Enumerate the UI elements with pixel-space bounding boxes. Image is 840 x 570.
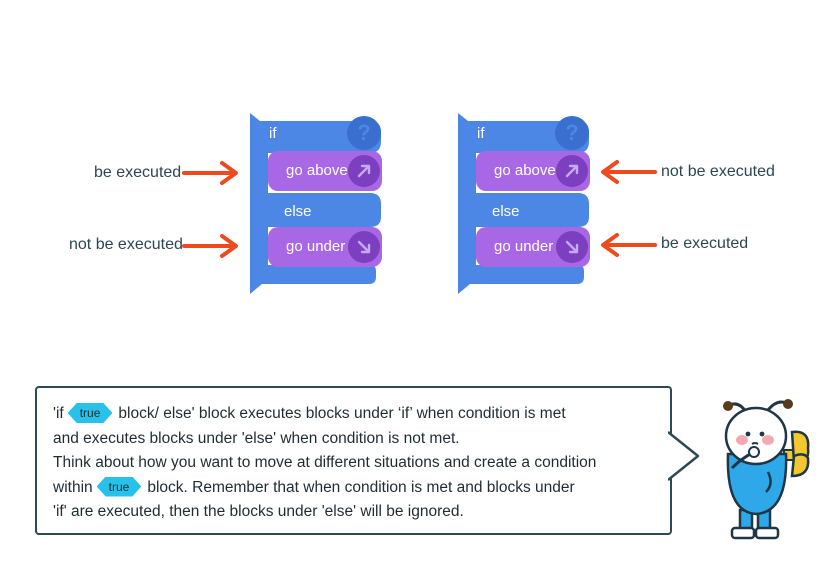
hint-line-2: and executes blocks under 'else' when co… — [53, 429, 460, 447]
go-under-label: go under — [494, 238, 554, 255]
if-label: if — [477, 125, 485, 142]
go-under-block[interactable]: go under — [476, 227, 590, 267]
hint-line-1a: 'if — [53, 405, 64, 422]
arrow-up-right-icon — [348, 155, 380, 187]
else-label: else — [284, 203, 312, 220]
arrow-down-right-icon — [556, 231, 588, 263]
label-not-be-executed-right: not be executed — [661, 163, 775, 180]
if-label: if — [269, 125, 277, 142]
go-above-block[interactable]: go above — [268, 151, 382, 191]
hint-text: 'if true block/ else' block executes block… — [53, 402, 663, 525]
arrow-left-icon — [601, 233, 657, 257]
arrow-up-right-icon — [556, 155, 588, 187]
hint-dialog: 'if true block/ else' block executes block… — [35, 386, 672, 535]
arrow-down-right-icon — [348, 231, 380, 263]
go-under-label: go under — [286, 238, 346, 255]
hint-line-3: Think about how you want to move at diff… — [53, 454, 597, 471]
go-above-label: go above — [286, 162, 348, 179]
arrow-right-icon — [182, 161, 238, 185]
true-block-chip: true — [68, 403, 113, 423]
else-label: else — [492, 203, 520, 220]
label-be-executed-right: be executed — [661, 235, 749, 252]
help-question-icon[interactable]: ? — [555, 116, 589, 150]
hint-line-5: 'if' are executed, then the blocks under… — [53, 503, 464, 520]
dialog-tail — [668, 431, 700, 481]
go-under-block[interactable]: go under — [268, 227, 382, 267]
hint-line-1b: block/ else' block executes blocks under… — [118, 405, 566, 422]
go-above-block[interactable]: go above — [476, 151, 590, 191]
hint-line-4b: block. Remember that when condition is m… — [147, 478, 575, 496]
go-above-label: go above — [494, 162, 556, 179]
label-be-executed-left: be executed — [94, 164, 182, 181]
arrow-right-icon — [182, 234, 238, 258]
true-block-chip: true — [97, 477, 142, 497]
mascot-character — [723, 399, 810, 540]
arrow-left-icon — [601, 160, 657, 184]
help-question-icon[interactable]: ? — [347, 116, 381, 150]
if-else-block-right[interactable]: if ? go above else go under — [458, 113, 590, 295]
label-not-be-executed-left: not be executed — [69, 236, 183, 253]
if-else-block-left[interactable]: if ? go above else go under — [250, 113, 382, 295]
hint-line-4a: within — [53, 478, 93, 496]
